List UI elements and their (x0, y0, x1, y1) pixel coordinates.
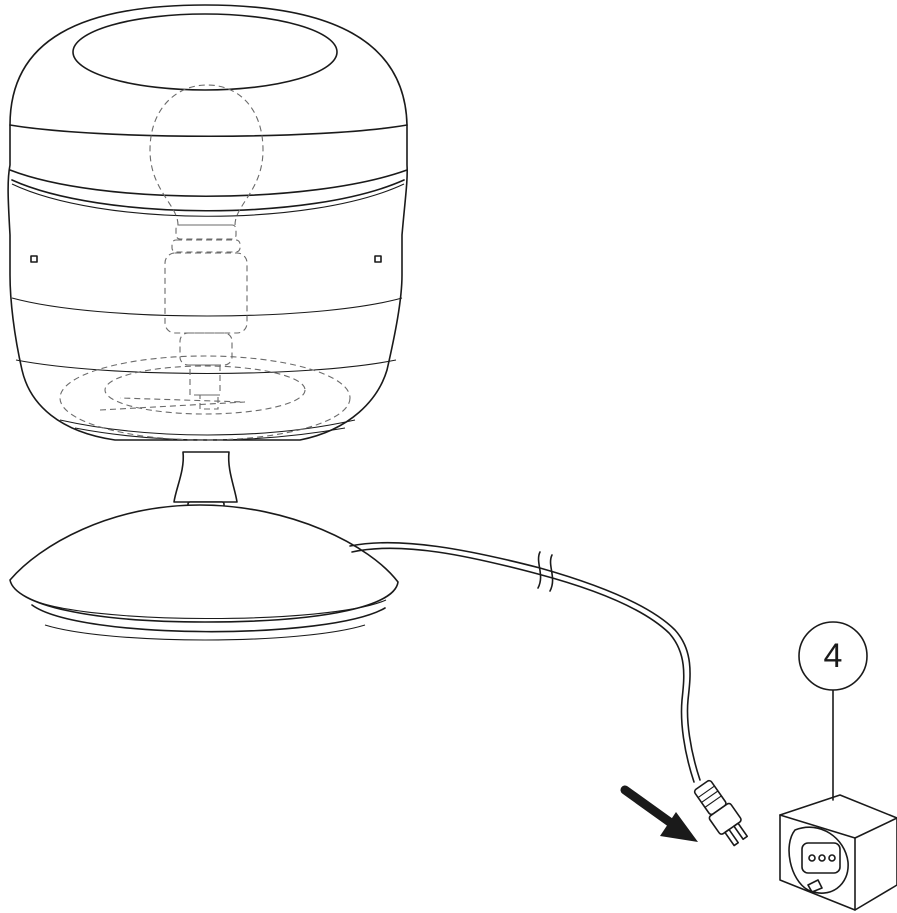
wall-socket-icon (779, 794, 897, 911)
lamp-base (9, 504, 399, 641)
plug-icon (693, 779, 749, 847)
step-callout: 4 (798, 621, 868, 801)
lamp-shade (7, 4, 408, 441)
step-number-circle (798, 621, 868, 691)
insert-direction-arrow-icon (620, 785, 698, 842)
step-number: 4 (824, 637, 843, 675)
light-bulb-icon (59, 84, 351, 441)
power-cord-icon (349, 541, 701, 783)
